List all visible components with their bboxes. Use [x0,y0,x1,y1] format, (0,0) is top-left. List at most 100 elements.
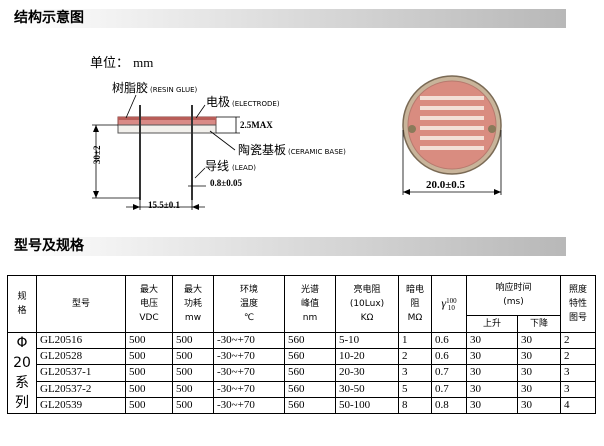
cell-rise: 30 [466,364,518,382]
cell-temp: -30~+70 [213,331,285,350]
lead-dia-label: 0.8±0.05 [210,178,242,188]
series-label-l1: Φ [16,335,28,351]
hdr-rise: 上升 [466,314,518,334]
hdr-light-resistance-l1: 亮电阻 [353,285,381,295]
cell-gamma: 0.7 [431,364,467,382]
cell-peak: 560 [284,380,336,398]
series-label-l2: 20 [13,355,31,371]
cell-fall: 30 [517,348,561,366]
hdr-illum-curve: 照度 特性 图号 [560,275,596,333]
max-height-label: 2.5MAX [240,120,273,130]
hdr-max-power-l3: mw [184,313,202,323]
cell-curve: 4 [560,396,596,415]
cell-model: GL20539 [36,396,126,415]
hdr-dark-resistance: 暗电 阻 MΩ [398,275,432,333]
cell-voltage: 500 [125,380,173,398]
hdr-peak-wavelength-l2: 峰值 [300,299,319,309]
cell-rise: 30 [466,396,518,415]
cell-temp: -30~+70 [213,348,285,366]
cell-power: 500 [172,396,214,415]
resin-glue-label: 树脂胶 [112,80,148,95]
cell-rise: 30 [466,331,518,350]
structure-section-bar [10,9,566,28]
hdr-dark-resistance-l1: 暗电 [405,285,424,295]
hdr-gamma-sup: 100 [446,296,457,305]
table-row: GL20539 500 500 -30~+70 560 50-100 8 0.8… [8,396,596,415]
cell-light-r: 50-100 [335,396,399,415]
hdr-response-time: 响应时间 (ms) [466,275,561,316]
hdr-gamma-sub: 10 [447,303,455,312]
diameter-label: 20.0±0.5 [426,179,466,191]
hdr-model: 型号 [36,275,126,333]
unit-label-text: 单位： [90,56,130,71]
hdr-max-voltage: 最大 电压 VDC [125,275,173,333]
hdr-gamma-symbol: γ [441,296,447,311]
hdr-peak-wavelength-l3: nm [302,313,318,323]
disc-sensor [407,80,497,170]
hdr-dark-resistance-l3: MΩ [407,313,423,323]
cell-voltage: 500 [125,331,173,350]
cell-model: GL20516 [36,331,126,350]
resin-glue-en-label: (RESIN GLUE) [150,86,198,94]
pad-right [488,125,496,133]
cell-peak: 560 [284,348,336,366]
ceramic-base-label: 陶瓷基板 [238,142,286,157]
hdr-light-resistance-l2: (10Lux) [349,299,385,309]
cell-gamma: 0.7 [431,380,467,398]
cell-gamma: 0.6 [431,348,467,366]
cell-power: 500 [172,364,214,382]
cell-peak: 560 [284,364,336,382]
hdr-peak-wavelength-l1: 光谱 [300,285,319,295]
dia-arrow-right [494,189,501,195]
header-row-1: 规 格 型号 最大 电压 VDC 最大 功耗 mw 环境 温度 ℃ 光谱 峰值 … [7,275,596,333]
electrode-leader [195,104,206,119]
electrode-label: 电极 [206,95,230,109]
side-view [92,94,240,210]
ceramic-base-shape [117,124,217,134]
lead-leader [194,167,206,179]
hdr-ambient-temp-l2: 温度 [239,299,258,309]
cell-fall: 30 [517,364,561,382]
hdr-max-voltage-l3: VDC [139,313,159,323]
cell-light-r: 10-20 [335,348,399,366]
structure-diagram: 树脂胶 (RESIN GLUE) 电极 (ELECTRODE) 2.5MAX 陶… [92,75,502,210]
hdr-dark-resistance-l2: 阻 [410,299,420,309]
cell-voltage: 500 [125,396,173,415]
cell-power: 500 [172,348,214,366]
cell-light-r: 20-30 [335,364,399,382]
table-row: GL20537-1 500 500 -30~+70 560 20-30 3 0.… [8,364,596,382]
cell-gamma: 0.8 [431,396,467,415]
hdr-spec: 规 格 [7,275,37,333]
hdr-light-resistance-l3: KΩ [360,313,374,323]
hdr-max-power: 最大 功耗 mw [172,275,214,333]
cell-dark-r: 2 [398,348,432,366]
table-row: Φ 20 系 列 GL20516 500 500 -30~+70 560 5-1… [7,331,596,414]
table-row: GL20537-2 500 500 -30~+70 560 30-50 5 0.… [8,380,596,398]
unit-value: mm [133,55,154,70]
top-view [402,75,502,195]
resin-leader [125,94,137,119]
cell-power: 500 [172,380,214,398]
cell-power: 500 [172,331,214,350]
len-arrow-bottom [93,191,99,198]
length-label: 30±2 [92,145,102,164]
cell-model: GL20528 [36,348,126,366]
serpentine-pattern [420,96,484,150]
hdr-ambient-temp-l3: ℃ [243,313,255,323]
cell-peak: 560 [284,331,336,350]
hdr-max-power-l2: 功耗 [183,299,202,309]
pad-left [408,125,416,133]
hdr-peak-wavelength: 光谱 峰值 nm [284,275,336,333]
len-arrow-top [93,125,99,132]
cell-fall: 30 [517,380,561,398]
pitch-label: 15.5±0.1 [148,200,180,210]
cell-voltage: 500 [125,348,173,366]
header-row-2: 上升 下降 [8,314,596,334]
lead-en-label: (LEAD) [232,164,256,172]
spec-section-bar [10,237,566,256]
electrode-en-label: (ELECTRODE) [232,100,280,108]
lead-label: 导线 [205,159,229,173]
hdr-spec-line1: 规 [17,292,27,302]
series-label-l4: 列 [15,395,29,411]
